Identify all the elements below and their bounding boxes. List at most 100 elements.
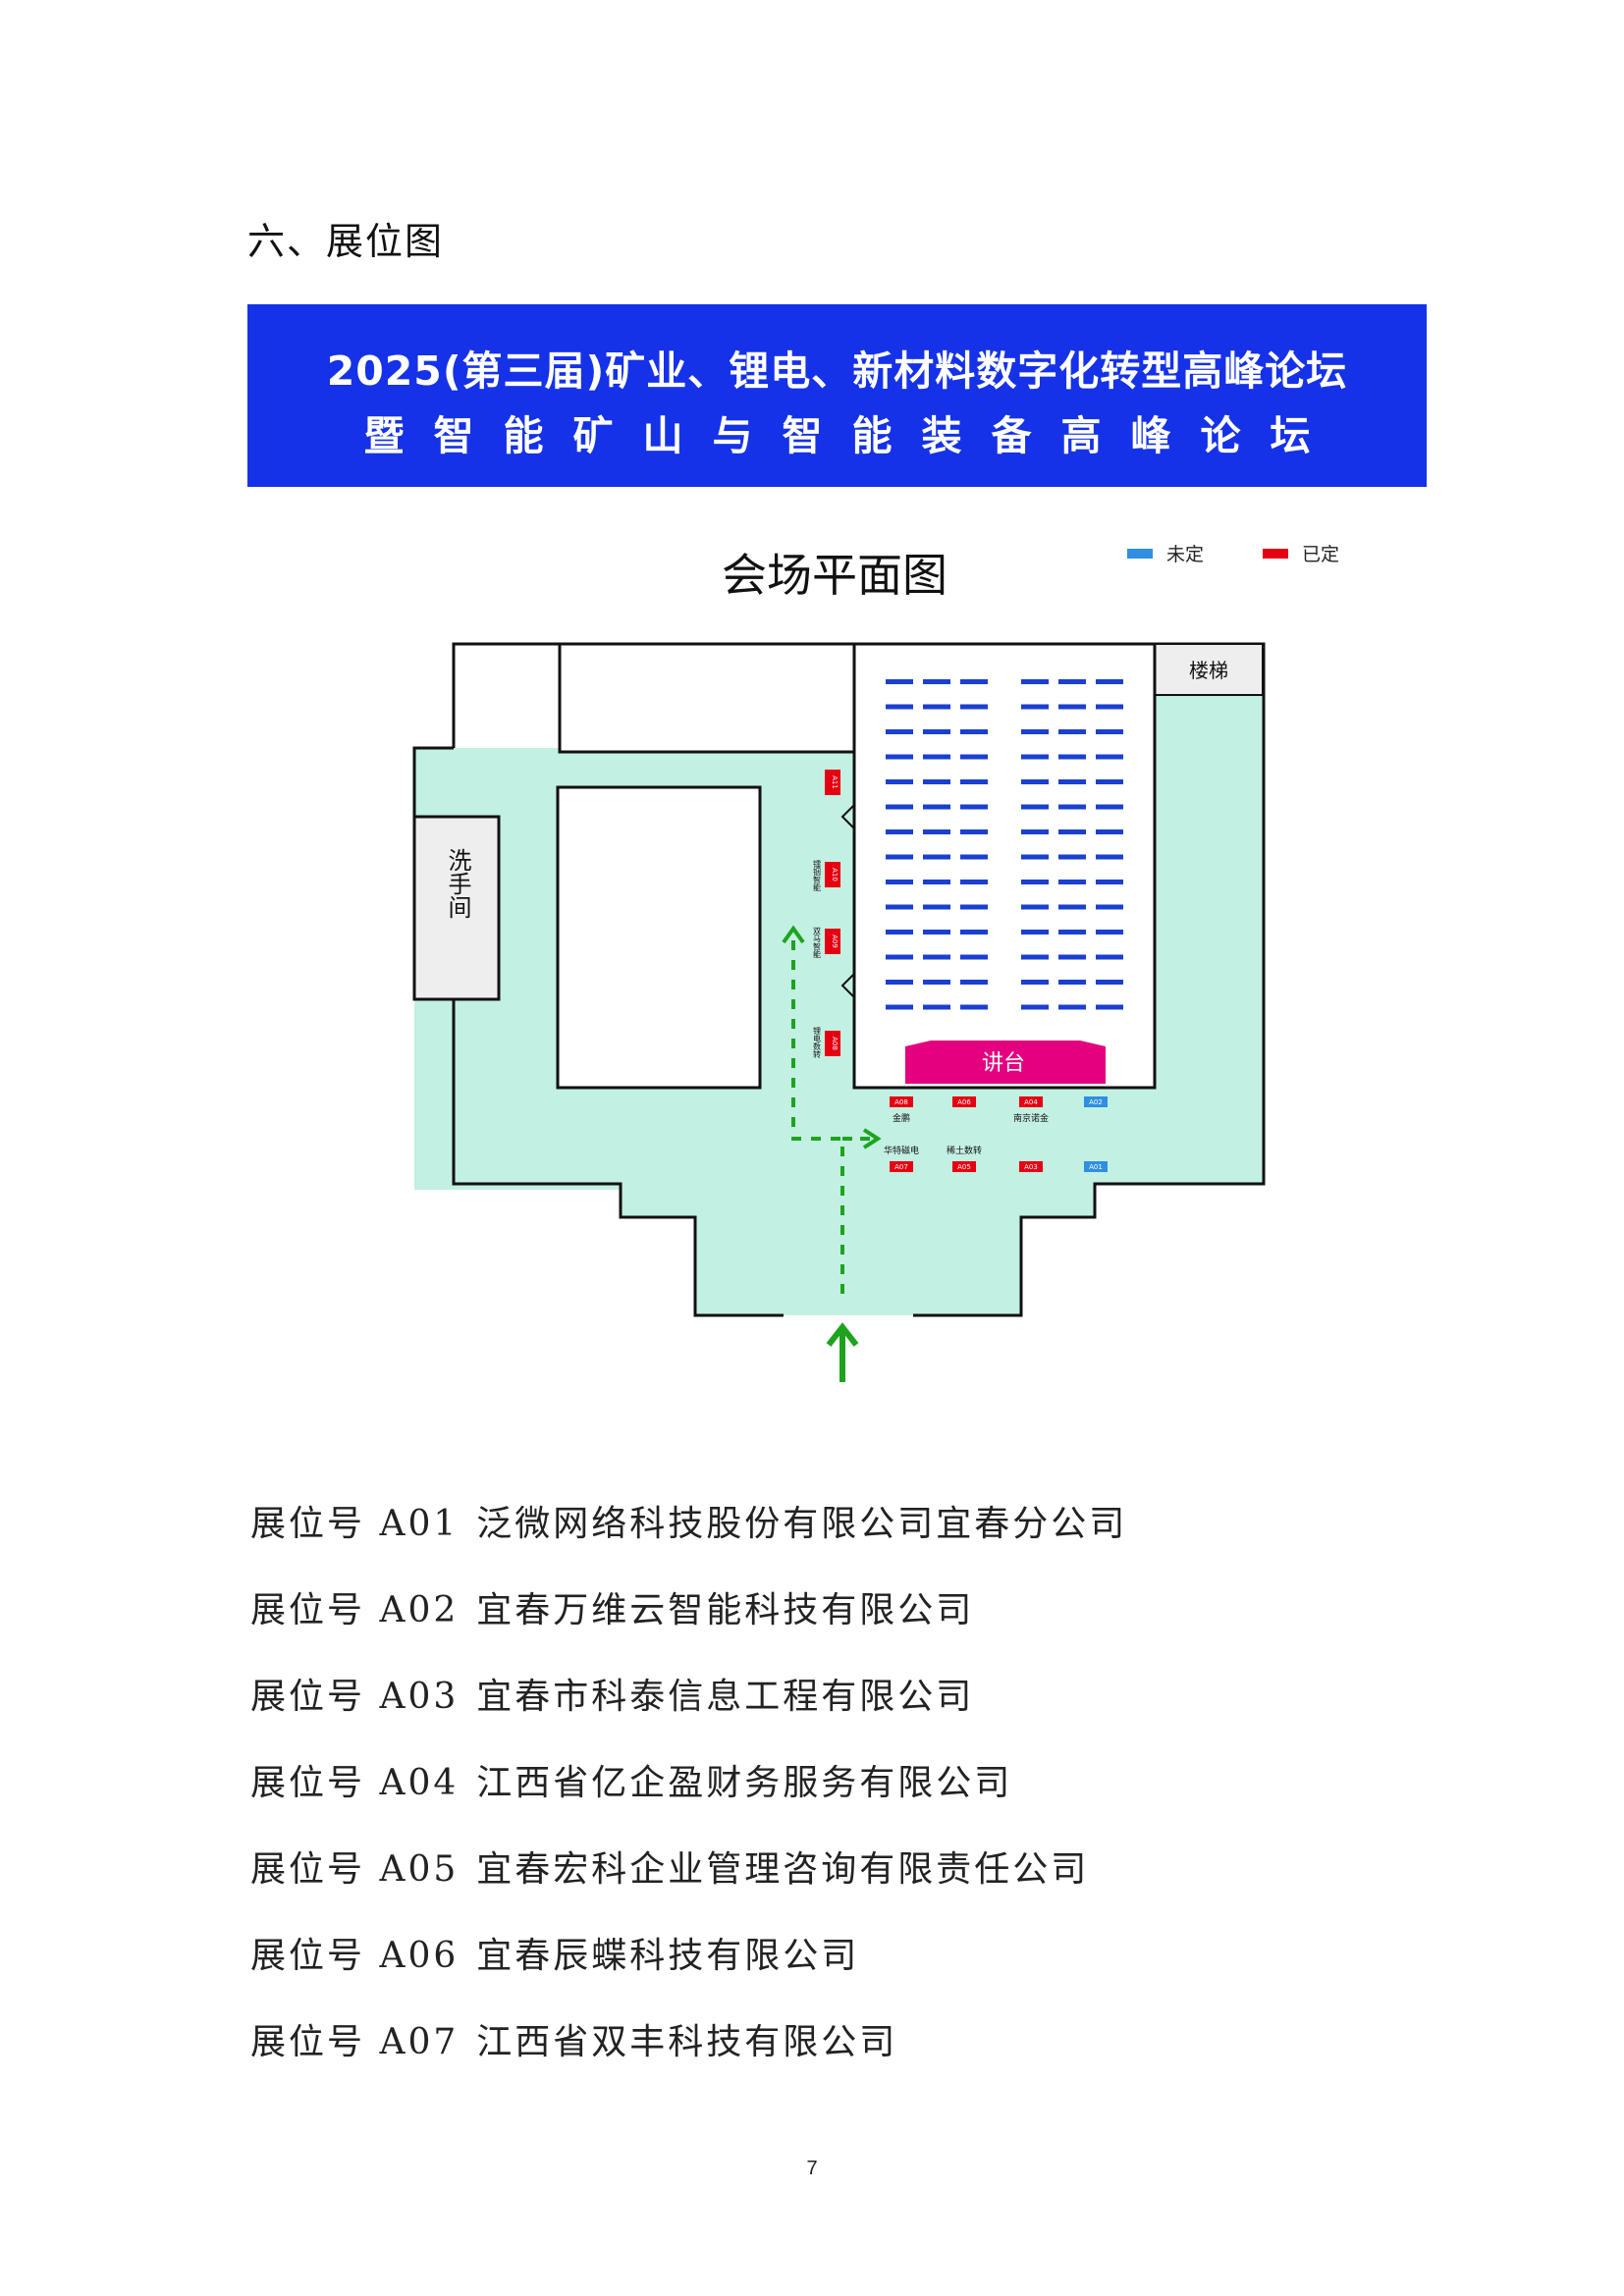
booth-a02[interactable]: A02 xyxy=(1084,1096,1108,1107)
seat-row-segment xyxy=(1058,679,1086,684)
side-booth-3-name: 双马智能 xyxy=(813,927,822,959)
seat-row-segment xyxy=(1021,679,1049,684)
company-name: 江西省双丰科技有限公司 xyxy=(476,2022,898,2062)
seat-row-segment xyxy=(1096,754,1123,760)
booth-a04-code: A04 xyxy=(1024,1098,1038,1106)
side-booth-3-code: A09 xyxy=(831,934,839,948)
seat-row-segment xyxy=(923,854,950,860)
hall-door-2 xyxy=(840,973,855,998)
seat-row-segment xyxy=(886,804,913,810)
booth-a05-name: 稀土数转 xyxy=(947,1145,982,1156)
company-name: 江西省亿企盈财务服务有限公司 xyxy=(476,1763,1013,1803)
north-room xyxy=(558,642,856,754)
seat-row-segment xyxy=(886,829,913,834)
booth-code: 展位号 A06 xyxy=(250,1936,460,1976)
seat-row-segment xyxy=(923,1004,950,1010)
booth-code: 展位号 A03 xyxy=(250,1677,460,1717)
booth-a08-code: A08 xyxy=(894,1098,908,1106)
booth-a07[interactable]: 华特磁电 A07 xyxy=(884,1145,919,1172)
seat-row-segment xyxy=(960,980,988,985)
floorplan-title: 会场平面图 xyxy=(722,549,947,602)
seat-row-segment xyxy=(960,930,988,934)
page-number: 7 xyxy=(806,2158,818,2179)
seat-row-segment xyxy=(923,679,950,684)
section-title: 六、展位图 xyxy=(247,220,445,263)
side-booth-4-name: 锂电数转 xyxy=(813,1026,822,1059)
booth-a07-code: A07 xyxy=(894,1163,908,1171)
seat-row-segment xyxy=(1058,704,1086,710)
seat-row-segment xyxy=(1021,754,1049,760)
side-booth-3[interactable]: A09 双马智能 xyxy=(813,927,841,959)
seat-row-segment xyxy=(886,754,913,760)
booth-a04[interactable]: A04 南京诺金 xyxy=(1013,1096,1049,1124)
seat-row-segment xyxy=(923,804,950,810)
company-name: 宜春宏科企业管理咨询有限责任公司 xyxy=(476,1849,1090,1890)
booth-a06[interactable]: A06 xyxy=(952,1096,976,1107)
booth-a03[interactable]: A03 xyxy=(1019,1161,1043,1172)
seat-row-segment xyxy=(923,779,950,784)
seat-row-segment xyxy=(1096,854,1123,860)
stage-label: 讲台 xyxy=(982,1051,1025,1076)
hall-door-1 xyxy=(840,804,855,829)
booth-a08[interactable]: A08 金鹏 xyxy=(890,1096,913,1124)
seat-row-segment xyxy=(886,779,913,784)
seat-row-segment xyxy=(1021,904,1049,910)
seat-row-segment xyxy=(1058,954,1086,960)
side-booth-4-code: A08 xyxy=(831,1037,839,1050)
booth-a07-name: 华特磁电 xyxy=(884,1145,919,1156)
seat-row-segment xyxy=(886,1004,913,1010)
booth-code: 展位号 A07 xyxy=(250,2022,460,2062)
seat-row-segment xyxy=(886,854,913,860)
seat-row-segment xyxy=(1096,779,1123,784)
seat-row-segment xyxy=(886,930,913,934)
banner-line-2: 暨智能矿山与智能装备高峰论坛 xyxy=(363,412,1340,459)
seat-row-segment xyxy=(1021,804,1049,810)
floor-area-right xyxy=(1155,695,1263,1184)
legend-open-swatch xyxy=(1127,549,1153,559)
restroom xyxy=(412,815,501,1001)
seat-row-segment xyxy=(923,880,950,884)
seat-row-segment xyxy=(1096,729,1123,734)
booth-a05[interactable]: 稀土数转 A05 xyxy=(947,1145,982,1172)
forum-banner: 2025(第三届)矿业、锂电、新材料数字化转型高峰论坛 暨智能矿山与智能装备高峰… xyxy=(247,304,1427,487)
booth-a05-code: A05 xyxy=(957,1163,971,1171)
side-booth-4[interactable]: A08 锂电数转 xyxy=(813,1026,841,1059)
booth-code: 展位号 A05 xyxy=(250,1849,460,1890)
seat-row-segment xyxy=(1096,954,1123,960)
seat-row-segment xyxy=(923,704,950,710)
side-booth-2[interactable]: A10 镭铟智能 xyxy=(813,859,841,892)
booth-a01-code: A01 xyxy=(1089,1163,1103,1171)
seat-row-segment xyxy=(960,704,988,710)
seat-row-segment xyxy=(886,904,913,910)
seat-row-segment xyxy=(960,1004,988,1010)
seat-row-segment xyxy=(923,829,950,834)
seat-row-segment xyxy=(1058,754,1086,760)
banner-line-1: 2025(第三届)矿业、锂电、新材料数字化转型高峰论坛 xyxy=(326,347,1348,395)
seat-row-segment xyxy=(1021,1004,1049,1010)
seat-row-segment xyxy=(886,880,913,884)
seat-row-segment xyxy=(1096,930,1123,934)
booth-a06-code: A06 xyxy=(957,1098,971,1106)
booth-a01[interactable]: A01 xyxy=(1084,1161,1108,1172)
floor-plan-map: 会场平面图 未定 已定 洗手间 楼梯 讲台 A11 A10 镭铟智能 A09 双… xyxy=(412,544,1339,1382)
seat-row-segment xyxy=(1058,980,1086,985)
seat-row-segment xyxy=(1058,779,1086,784)
seat-row-segment xyxy=(1096,980,1123,985)
seat-row-segment xyxy=(923,754,950,760)
side-booth-1[interactable]: A11 xyxy=(825,770,840,795)
company-name: 宜春市科泰信息工程有限公司 xyxy=(476,1677,975,1717)
side-booth-2-name: 镭铟智能 xyxy=(813,859,822,892)
booth-code: 展位号 A04 xyxy=(250,1763,460,1803)
center-block xyxy=(556,785,762,1090)
seat-row-segment xyxy=(923,980,950,985)
legend-open-label: 未定 xyxy=(1166,544,1204,565)
seat-row-segment xyxy=(960,854,988,860)
seat-row-segment xyxy=(1021,854,1049,860)
seat-row-segment xyxy=(1021,930,1049,934)
booth-a04-name: 南京诺金 xyxy=(1013,1112,1049,1124)
seat-row-segment xyxy=(1096,704,1123,710)
